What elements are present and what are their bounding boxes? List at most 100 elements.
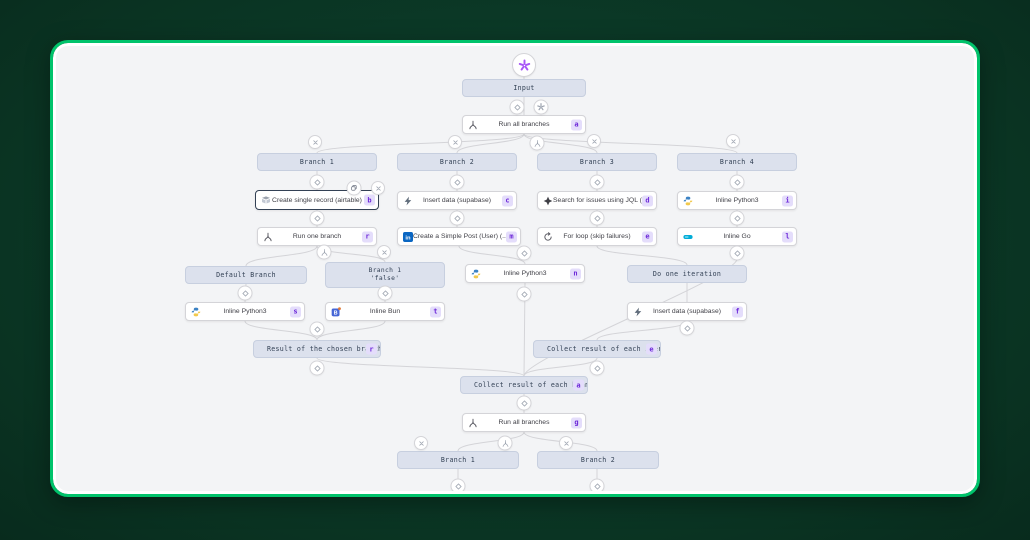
flow-node-branch4[interactable]: Branch 4: [677, 153, 797, 171]
airtable-icon: [261, 195, 271, 205]
insert-step-button[interactable]: [309, 360, 325, 376]
insert-step-button[interactable]: [589, 478, 605, 492]
flow-node-f[interactable]: Insert data (supabase)f: [627, 302, 747, 321]
insert-step-button[interactable]: [516, 286, 532, 302]
insert-step-button[interactable]: [377, 285, 393, 301]
supabase-icon: [633, 307, 643, 317]
add-branch-button[interactable]: [497, 435, 513, 451]
insert-step-button[interactable]: [450, 478, 466, 492]
flow-node-input[interactable]: Input: [462, 79, 586, 97]
insert-step-button[interactable]: [509, 99, 525, 115]
remove-button[interactable]: [414, 436, 428, 450]
insert-step-button[interactable]: [679, 320, 695, 336]
node-label: Inline Python3: [715, 197, 759, 204]
node-label: Create a Simple Post (User) (...: [413, 233, 508, 240]
python-icon: [191, 307, 201, 317]
node-label: Create single record (airtable): [272, 196, 362, 204]
step-id-badge: e: [642, 231, 653, 242]
step-id-badge: d: [642, 195, 653, 206]
flow-node-branch1[interactable]: Branch 1: [257, 153, 377, 171]
node-label: Do one iteration: [652, 270, 722, 278]
windmill-button[interactable]: [533, 99, 549, 115]
flow-node-bottom_branch1[interactable]: Branch 1: [397, 451, 519, 469]
node-label: Insert data (supabase): [422, 197, 491, 204]
node-label: Run one branch: [292, 233, 342, 240]
insert-step-button[interactable]: [729, 245, 745, 261]
bun-icon: B: [331, 306, 341, 317]
insert-step-button[interactable]: [449, 210, 465, 226]
insert-step-button[interactable]: [589, 360, 605, 376]
remove-button[interactable]: [377, 245, 391, 259]
step-id-badge: l: [782, 231, 793, 242]
loop-icon: [543, 231, 553, 242]
flow-node-r_top[interactable]: Run one branch r: [257, 227, 377, 246]
step-id-badge: r: [366, 343, 377, 355]
remove-button[interactable]: [448, 135, 462, 149]
node-label: Branch 1: [440, 456, 476, 464]
flow-node-default_branch[interactable]: Default Branch: [185, 266, 307, 284]
flow-start-icon: [512, 53, 536, 77]
step-id-badge: f: [732, 306, 743, 317]
insert-step-button[interactable]: [237, 285, 253, 301]
node-label: Inline Bun: [369, 308, 401, 315]
insert-step-button[interactable]: [589, 210, 605, 226]
linkedin-icon: in: [403, 231, 413, 242]
branch-one-icon: [263, 232, 273, 242]
insert-step-button[interactable]: [589, 174, 605, 190]
node-label: Run all branches: [498, 121, 550, 128]
flow-node-bottom_branch2[interactable]: Branch 2: [537, 451, 659, 469]
flow-node-c[interactable]: Insert data (supabase) c: [397, 191, 517, 210]
insert-step-button[interactable]: [729, 174, 745, 190]
insert-step-button[interactable]: [729, 210, 745, 226]
remove-button[interactable]: [559, 436, 573, 450]
node-label: Branch 2: [439, 158, 475, 166]
branch-all-icon: [468, 418, 478, 428]
step-id-badge: m: [506, 231, 517, 242]
insert-step-button[interactable]: [309, 174, 325, 190]
remove-button[interactable]: [726, 134, 740, 148]
insert-step-button[interactable]: [309, 321, 325, 337]
remove-button[interactable]: [587, 134, 601, 148]
add-branch-button[interactable]: [316, 244, 332, 260]
step-id-badge: r: [362, 231, 373, 242]
flow-node-branch3[interactable]: Branch 3: [537, 153, 657, 171]
insert-step-button[interactable]: [309, 210, 325, 226]
step-id-badge: e: [646, 343, 657, 355]
step-id-badge: a: [573, 379, 584, 391]
remove-button[interactable]: [371, 181, 385, 195]
go-icon: [683, 232, 693, 242]
node-label: For loop (skip failures): [563, 233, 631, 240]
insert-step-button[interactable]: [516, 245, 532, 261]
branch-all-icon: [468, 120, 478, 130]
node-label: Run all branches: [498, 419, 550, 426]
insert-step-button[interactable]: [516, 395, 532, 411]
step-id-badge: n: [570, 268, 581, 279]
flow-node-d[interactable]: Search for issues using JQL (...d: [537, 191, 657, 210]
add-branch-button[interactable]: [529, 135, 545, 151]
insert-step-button[interactable]: [449, 174, 465, 190]
flow-node-do_one_iteration[interactable]: Do one iteration: [627, 265, 747, 283]
step-id-badge: s: [290, 306, 301, 317]
flow-node-branch2[interactable]: Branch 2: [397, 153, 517, 171]
flow-node-b[interactable]: Create single record (airtable)b: [255, 190, 379, 210]
flow-node-branch1_false[interactable]: Branch 1'false': [325, 262, 445, 288]
flow-node-e_top[interactable]: For loop (skip failures) e: [537, 227, 657, 246]
python-icon: [471, 269, 481, 279]
node-label: Search for issues using JQL (...: [553, 197, 648, 204]
copy-step-button[interactable]: [346, 180, 362, 196]
step-id-badge: c: [502, 195, 513, 206]
remove-button[interactable]: [308, 135, 322, 149]
